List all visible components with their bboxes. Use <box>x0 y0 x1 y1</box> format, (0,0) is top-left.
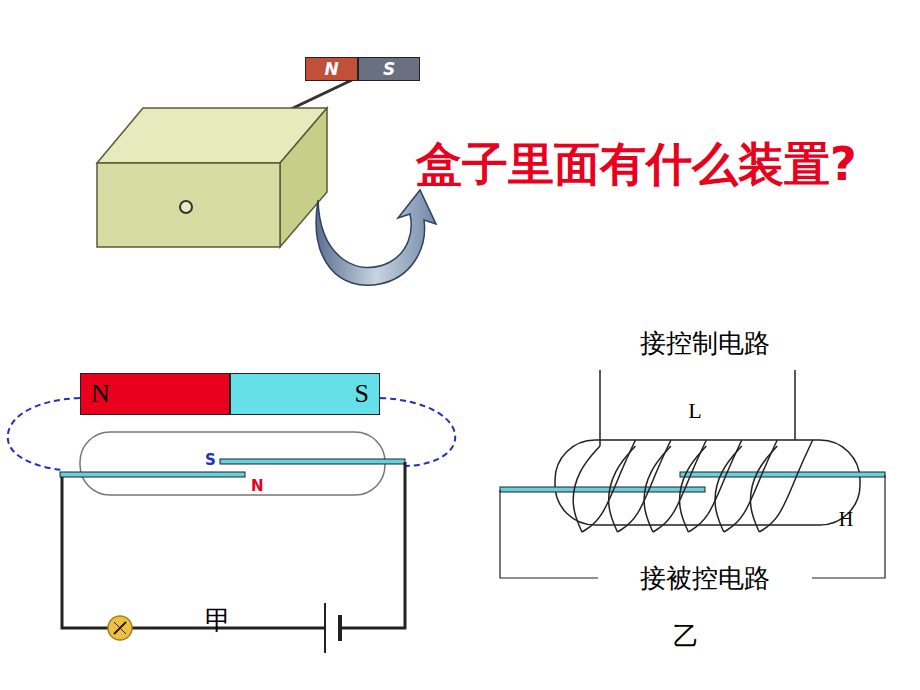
reed-contact <box>500 487 705 492</box>
figure-label: 乙 <box>673 622 699 651</box>
coil-turn <box>715 446 742 532</box>
magnet-pole: S <box>230 373 380 415</box>
coil-turn <box>644 446 671 532</box>
figure-label: 甲 <box>205 606 231 635</box>
coil-turn <box>724 440 777 532</box>
magnet-pole: S <box>358 57 420 81</box>
coil-turn <box>573 446 600 532</box>
circuit-wire <box>62 462 405 628</box>
glass-tube <box>555 440 860 525</box>
coil-turn <box>653 440 706 532</box>
pole-letter: N <box>91 380 110 409</box>
coil-turn <box>582 440 635 532</box>
pole-letter: S <box>383 60 395 79</box>
bracket-line <box>500 475 885 578</box>
switch-label: H <box>839 508 853 530</box>
coil-turn <box>688 440 741 532</box>
curved-arrow <box>316 190 436 285</box>
box-3d <box>97 108 327 247</box>
pole-letter: N <box>324 60 338 79</box>
reed-contact <box>680 472 885 477</box>
lamp-symbol <box>108 616 132 640</box>
wire-label: 接被控电路 <box>636 564 774 593</box>
control-wire <box>794 370 796 440</box>
heading: 盒子里面有什么装置? <box>416 140 886 188</box>
magnet-pole: N <box>80 373 230 415</box>
wire-label: 接控制电路 <box>640 329 770 358</box>
pole-label: S <box>205 452 216 469</box>
coil-label: L <box>688 399 701 423</box>
coil-turn <box>680 446 707 532</box>
field-line <box>8 398 80 470</box>
coil-turn <box>617 440 670 532</box>
control-wire <box>599 370 601 446</box>
coil-turn <box>759 440 812 532</box>
coil-turn <box>609 446 636 532</box>
battery-symbol <box>325 603 340 653</box>
magnet-pole: N <box>305 57 358 81</box>
pole-label: N <box>251 478 264 495</box>
coil-winding <box>573 440 812 532</box>
pole-letter: S <box>355 380 369 409</box>
coil-turn <box>751 446 778 532</box>
field-line <box>380 398 455 466</box>
reed-contact <box>60 472 245 477</box>
reed-contact <box>220 459 405 464</box>
